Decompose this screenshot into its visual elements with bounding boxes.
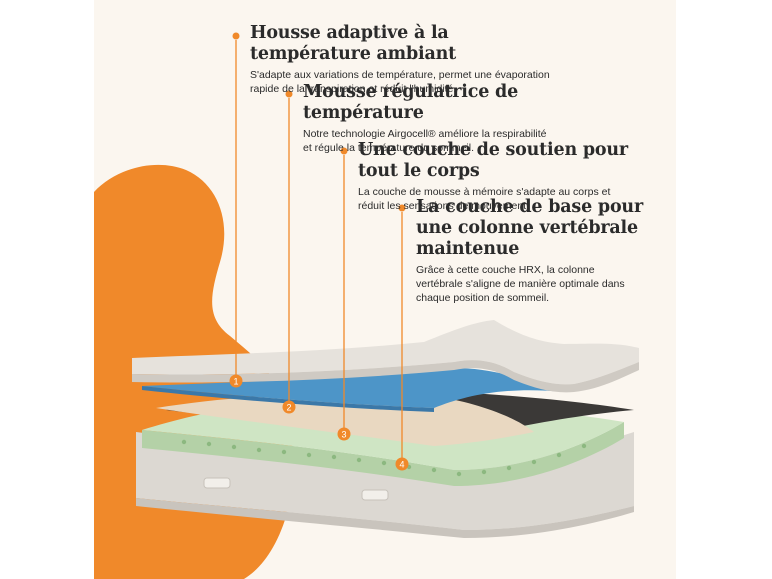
badge-1: 1 [229, 374, 243, 388]
feature-2-description: Notre technologie Airgocell® améliore la… [303, 128, 547, 154]
badge-2: 2 [282, 400, 296, 414]
svg-text:1: 1 [233, 377, 238, 387]
feature-4-description: Grâce à cette couche HRX, la colonne ver… [416, 264, 625, 304]
svg-text:3: 3 [341, 430, 346, 440]
memory-foam-layer [156, 393, 534, 446]
feature-4: La couche de base pour une colonne verté… [416, 197, 646, 305]
feature-2-title: Mousse régulatrice de température [303, 82, 519, 123]
feature-1: Housse adaptive à la température ambiant… [250, 23, 570, 96]
leader-dots [232, 32, 406, 212]
feature-3: Une couche de soutien pour tout le corps… [358, 140, 668, 213]
badge-3: 3 [337, 427, 351, 441]
blue-foam-layer [142, 368, 564, 408]
svg-text:4: 4 [399, 460, 404, 470]
svg-text:2: 2 [286, 403, 291, 413]
feature-3-title: Une couche de soutien pour tout le corps [358, 140, 628, 181]
badge-4: 4 [395, 457, 409, 471]
leader-lines [235, 40, 403, 462]
feature-3-description: La couche de mousse à mémoire s'adapte a… [358, 186, 611, 212]
feature-1-description: S'adapte aux variations de température, … [250, 69, 550, 95]
feature-2: Mousse régulatrice de température Notre … [303, 82, 583, 155]
feature-1-title: Housse adaptive à la température ambiant [250, 23, 457, 64]
mattress-illustration: 1 2 3 4 [132, 32, 639, 538]
feature-4-title: La couche de base pour une colonne verté… [416, 197, 643, 259]
infographic-panel: 1 2 3 4 Housse adaptive à la température… [94, 0, 676, 579]
